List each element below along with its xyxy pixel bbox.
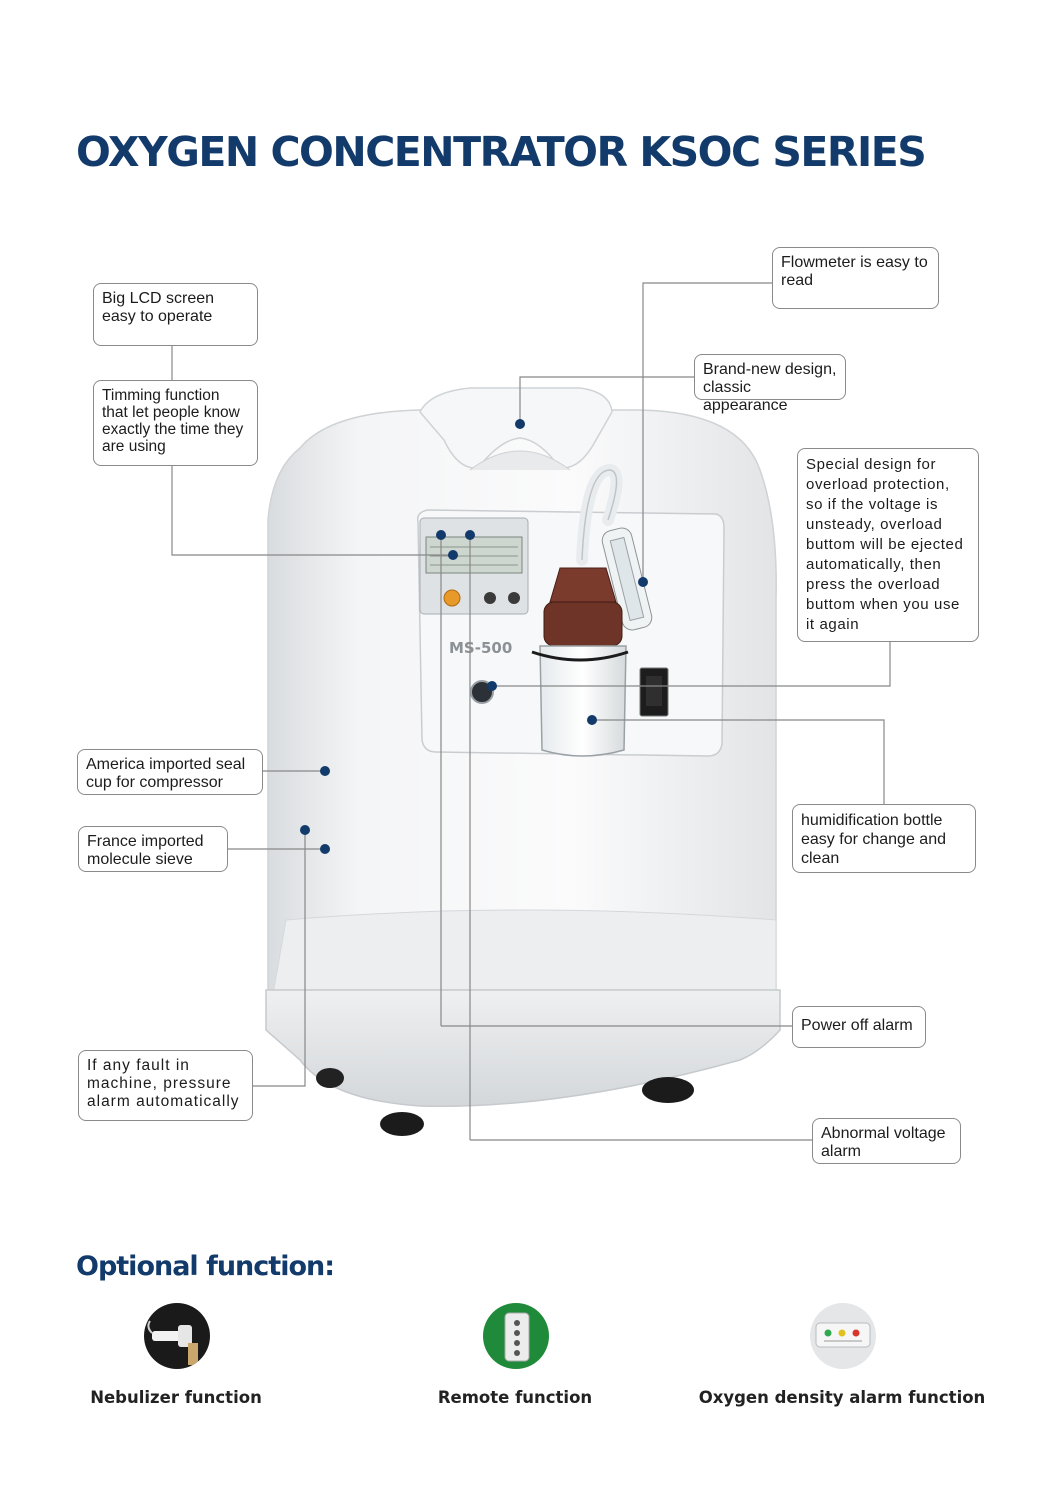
device-body: [265, 387, 781, 1136]
optional-label-nebulizer: Nebulizer function: [90, 1388, 262, 1407]
optional-label-oxygen-alarm: Oxygen density alarm function: [698, 1388, 986, 1407]
callout-humidification-bottle: humidification bottle easy for change an…: [792, 804, 976, 873]
callout-molecule-sieve: France imported molecule sieve: [78, 826, 228, 872]
optional-function-heading: Optional function:: [76, 1251, 335, 1282]
remote-control-icon: [483, 1303, 549, 1369]
power-switch: [639, 667, 669, 717]
callout-flowmeter: Flowmeter is easy to read: [772, 247, 939, 309]
callout-overload-protection: Special design for overload protection, …: [797, 448, 979, 642]
oxygen-concentrator-illustration: MS-500: [171, 282, 891, 1141]
callout-seal-cup: America imported seal cup for compressor: [77, 749, 263, 795]
optional-label-remote: Remote function: [437, 1388, 593, 1407]
model-label: MS-500: [449, 639, 512, 657]
flowmeter: [601, 527, 653, 631]
callout-brand-new-design: Brand-new design, classic appearance: [694, 354, 846, 414]
oxygen-alarm-icon: [810, 1303, 876, 1369]
callout-timing-function: Timming function that let people know ex…: [93, 380, 258, 466]
callout-power-off-alarm: Power off alarm: [792, 1006, 926, 1048]
callout-lcd-screen: Big LCD screen easy to operate: [93, 283, 258, 346]
callout-markers: [300, 419, 648, 854]
lcd-control-panel: [419, 517, 529, 615]
callout-fault-alarm: If any fault in machine, pressure alarm …: [78, 1050, 253, 1121]
callout-leader-lines: [171, 282, 891, 1141]
nebulizer-icon: [144, 1303, 210, 1369]
callout-abnormal-voltage-alarm: Abnormal voltage alarm: [812, 1118, 961, 1164]
humidification-bottle: [531, 567, 629, 757]
page-title: OXYGEN CONCENTRATOR KSOC SERIES: [76, 128, 927, 176]
